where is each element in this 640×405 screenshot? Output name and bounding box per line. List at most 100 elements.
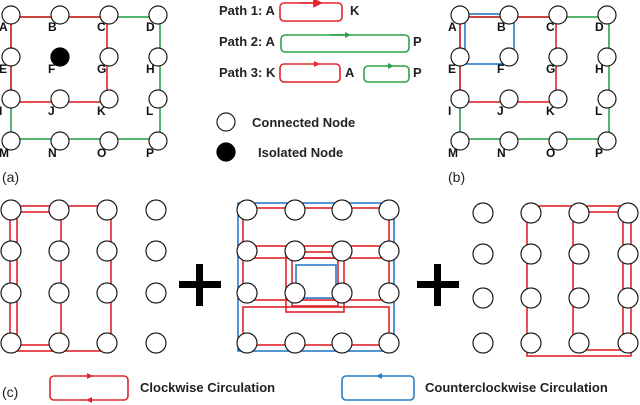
- node-label-l: L: [595, 104, 602, 118]
- node: [597, 89, 617, 109]
- panel-label-c: (c): [2, 384, 18, 400]
- node: [520, 287, 542, 309]
- node: [1, 89, 21, 109]
- node: [472, 202, 494, 224]
- node: [145, 332, 167, 354]
- node: [236, 332, 258, 354]
- node: [99, 131, 119, 151]
- node: [378, 332, 400, 354]
- node: [148, 47, 168, 67]
- node-label-j: J: [48, 104, 55, 118]
- node-label-i: I: [0, 104, 2, 118]
- node: [597, 131, 617, 151]
- panel-label-a: (a): [2, 169, 19, 185]
- node: [499, 89, 519, 109]
- node-label-c: C: [546, 20, 555, 34]
- counterclockwise-legend-label: Counterclockwise Circulation: [425, 380, 608, 395]
- node: [236, 282, 258, 304]
- node-label-p: P: [146, 146, 154, 160]
- node: [0, 332, 22, 354]
- path3-symbol-1: [279, 63, 341, 83]
- node: [548, 131, 568, 151]
- plus-icon-2: [417, 264, 459, 306]
- node: [284, 282, 306, 304]
- connected-node-label: Connected Node: [252, 115, 355, 130]
- node: [548, 47, 568, 67]
- node: [499, 47, 519, 67]
- node: [236, 199, 258, 221]
- clockwise-legend-icon: [49, 375, 129, 401]
- node: [331, 332, 353, 354]
- node-legend: Connected Node Isolated Node: [216, 112, 355, 162]
- node: [597, 5, 617, 25]
- isolated-node-label: Isolated Node: [258, 145, 343, 160]
- node: [472, 287, 494, 309]
- node: [378, 240, 400, 262]
- node-label-g: G: [97, 62, 106, 76]
- node: [96, 282, 118, 304]
- node: [236, 240, 258, 262]
- node: [617, 332, 639, 354]
- node-label-b: B: [497, 20, 506, 34]
- node: [48, 282, 70, 304]
- isolated-node: [50, 47, 70, 67]
- path2-loop: [10, 16, 161, 140]
- node: [145, 199, 167, 221]
- node: [331, 282, 353, 304]
- node-label-a: A: [448, 20, 457, 34]
- isolated-node-icon: [216, 142, 236, 162]
- node: [0, 199, 22, 221]
- node: [548, 89, 568, 109]
- node-label-o: O: [97, 146, 106, 160]
- node: [145, 282, 167, 304]
- path3-end: P: [413, 65, 422, 80]
- node-label-m: M: [448, 146, 458, 160]
- node: [48, 332, 70, 354]
- node-label-b: B: [48, 20, 57, 34]
- node: [148, 5, 168, 25]
- clockwise-legend-label: Clockwise Circulation: [140, 380, 275, 395]
- node: [96, 240, 118, 262]
- node: [378, 282, 400, 304]
- node: [548, 5, 568, 25]
- node-label-d: D: [595, 20, 604, 34]
- node: [48, 240, 70, 262]
- node: [0, 240, 22, 262]
- node: [520, 202, 542, 224]
- path3-symbol-2: [363, 65, 410, 83]
- node-label-j: J: [497, 104, 504, 118]
- node-label-d: D: [146, 20, 155, 34]
- node: [568, 202, 590, 224]
- node-label-n: N: [497, 146, 506, 160]
- node: [331, 240, 353, 262]
- node-label-m: M: [0, 146, 9, 160]
- node: [520, 243, 542, 265]
- path3-mid: A: [345, 65, 355, 80]
- node: [50, 131, 70, 151]
- node: [568, 287, 590, 309]
- c-middle-grid: [236, 199, 400, 354]
- node: [331, 199, 353, 221]
- node: [450, 5, 470, 25]
- node-label-f: F: [497, 62, 504, 76]
- node: [378, 199, 400, 221]
- panel-c: (c) Clockwise Circulation Counterclockwi…: [0, 199, 639, 403]
- node: [50, 89, 70, 109]
- node-label-o: O: [546, 146, 555, 160]
- counterclockwise-legend-icon: [341, 375, 415, 401]
- node: [617, 287, 639, 309]
- node: [148, 89, 168, 109]
- path2-loop-b: [459, 16, 610, 140]
- path1-end: K: [350, 3, 360, 18]
- node: [520, 332, 542, 354]
- node-label-k: K: [546, 104, 555, 118]
- node: [0, 282, 22, 304]
- path1-symbol: [279, 2, 343, 22]
- node: [499, 5, 519, 25]
- node-label-c: C: [97, 20, 106, 34]
- node: [617, 243, 639, 265]
- node: [1, 131, 21, 151]
- node: [450, 131, 470, 151]
